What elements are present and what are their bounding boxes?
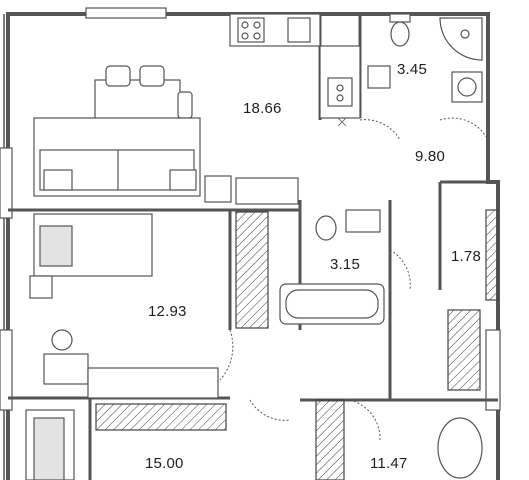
bathroom-top-fixtures	[367, 13, 483, 103]
rug	[437, 417, 483, 479]
sofa-bottom	[25, 409, 75, 480]
area-label-bathroom-middle: 3.15	[330, 256, 360, 273]
tv-unit	[235, 177, 299, 205]
wardrobes	[95, 209, 499, 480]
area-label-bathroom-top: 3.45	[397, 61, 427, 78]
area-label-living-kitchen: 18.66	[243, 100, 282, 117]
desk	[43, 329, 219, 399]
area-label-wardrobe: 1.78	[451, 248, 481, 265]
windows	[0, 7, 501, 411]
area-label-room-bottom-right: 11.47	[370, 455, 408, 472]
kitchen-counter	[229, 13, 361, 127]
bathroom-middle-fixtures	[279, 209, 385, 325]
bed-left	[29, 213, 153, 299]
area-label-hallway: 9.80	[415, 148, 445, 165]
area-label-bedroom-bottom-left: 15.00	[145, 455, 184, 472]
area-label-bedroom-left: 12.93	[148, 303, 187, 320]
doors	[219, 117, 489, 441]
sofa	[33, 117, 232, 203]
